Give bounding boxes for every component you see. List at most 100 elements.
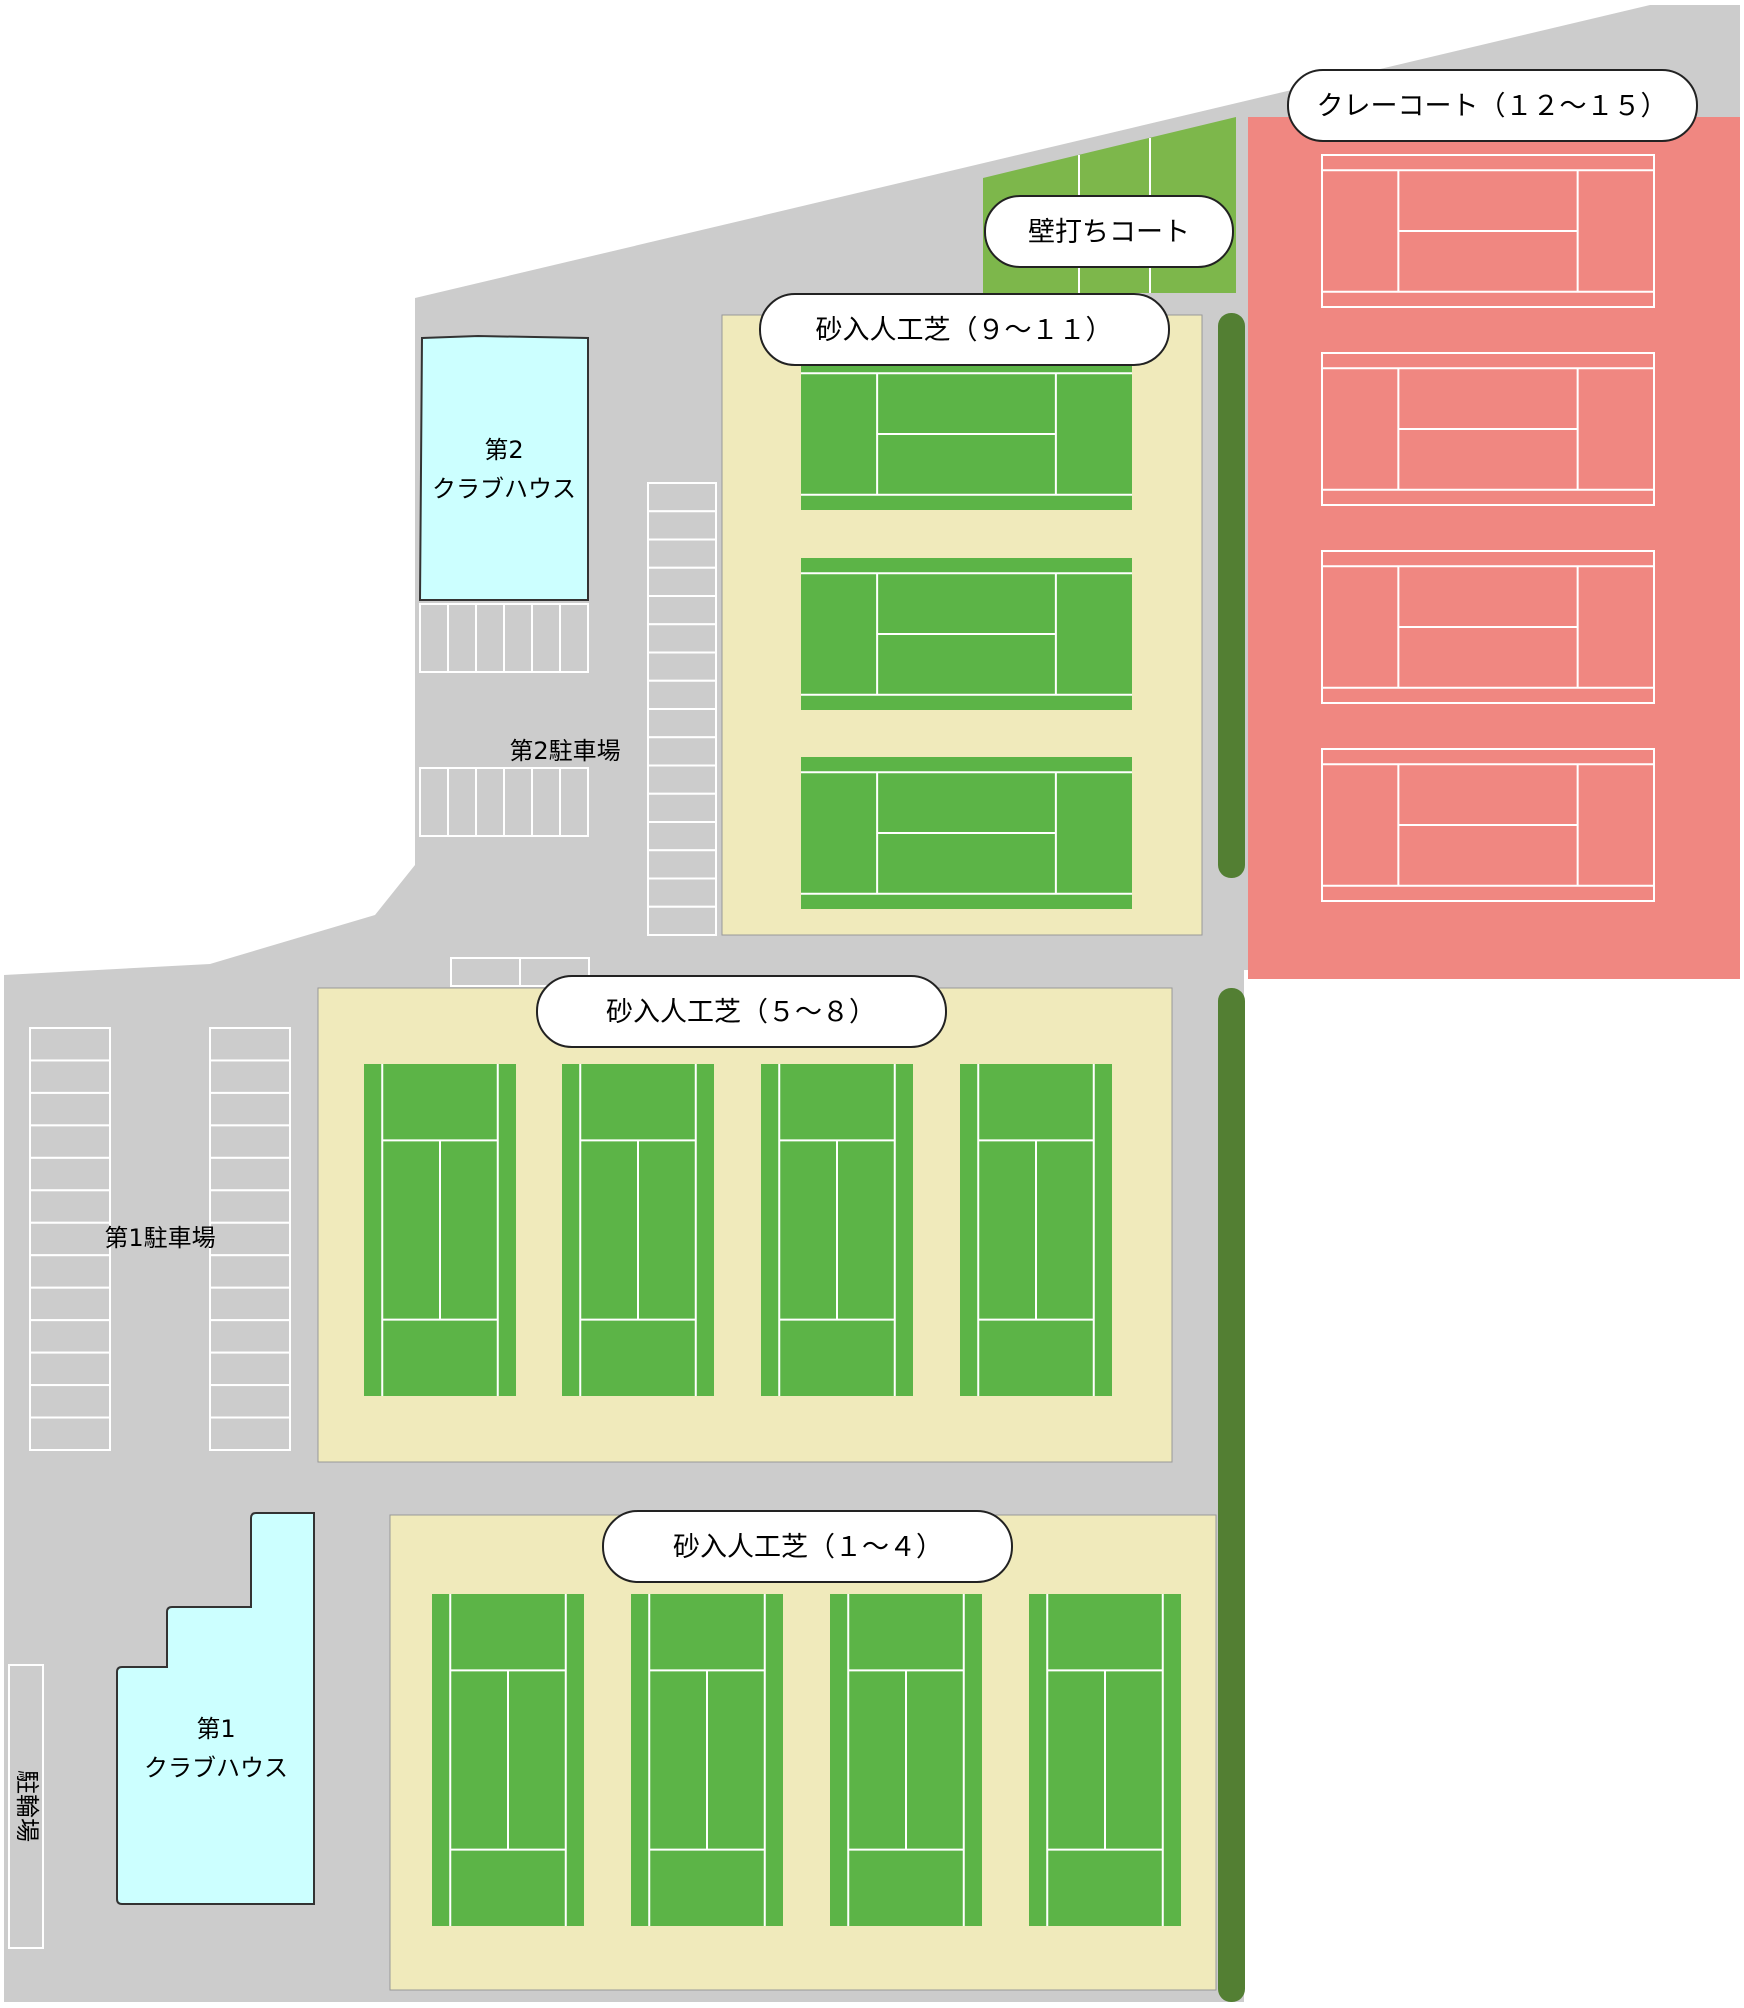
parking-stall (29, 1254, 111, 1289)
sand-1-4-label: 砂入人工芝（１～４） (602, 1510, 1013, 1583)
parking-stall (209, 1124, 291, 1159)
parking-stall (209, 1027, 291, 1062)
courts-1-4 (432, 1594, 1181, 1926)
sand-court (1029, 1594, 1181, 1926)
clay-surface (1248, 117, 1740, 979)
parking-stall (29, 1286, 111, 1322)
sand-9-11-label: 砂入人工芝（９～１１） (759, 293, 1170, 366)
sand-court-area-9-11 (721, 314, 1203, 936)
sand-court (432, 1594, 584, 1926)
clay-court-area (1248, 117, 1740, 979)
parking-stall (503, 603, 533, 673)
parking-stall (647, 651, 717, 682)
sand-5-8-label-text: 砂入人工芝（５～８） (606, 997, 876, 1028)
parking-stall (29, 1221, 111, 1257)
sand-court (801, 558, 1132, 710)
sand-court (761, 1064, 913, 1396)
bicycle-parking (8, 1664, 44, 1949)
parking-stall (531, 603, 561, 673)
parking-row (450, 957, 590, 987)
hedge-lower (1218, 988, 1245, 2002)
wall-court-label-text: 壁打ちコート (1028, 217, 1190, 248)
parking-1-label: 第1駐車場 (104, 1224, 215, 1252)
parking-row (209, 1027, 291, 1451)
bicycle-parking-label: 駐輪場 (13, 1770, 41, 1842)
parking-stall (209, 1221, 291, 1257)
parking-stall (209, 1189, 291, 1224)
sand-9-11-label-pill (759, 293, 1170, 366)
clubhouse-2-building (418, 334, 589, 601)
parking-stall (209, 1254, 291, 1289)
parking-stall (647, 482, 717, 513)
clay-courts (1321, 154, 1655, 902)
clay-court (1321, 352, 1655, 506)
clay-court (1321, 748, 1655, 902)
parking-stall (447, 603, 477, 673)
parking-stall (209, 1319, 291, 1354)
sand-court-area-1-4 (389, 1514, 1217, 1991)
court-surface (1321, 352, 1655, 506)
parking-stall (419, 767, 449, 837)
courts-5-8 (364, 1064, 1112, 1396)
clubhouse-1-label-line1: 第1 (196, 1715, 235, 1743)
parking-stall (209, 1286, 291, 1322)
parking-stall (647, 905, 717, 936)
parking-stall (647, 736, 717, 767)
clubhouse-2-label-line1: 第2 (484, 436, 523, 464)
parking-stalls (29, 482, 717, 1451)
clay-court-label: クレーコート（１２～１５） (1287, 69, 1698, 142)
court-surface (1321, 154, 1655, 308)
parking-stall (29, 1351, 111, 1387)
parking-stall (209, 1351, 291, 1387)
parking-stall (29, 1124, 111, 1159)
hedge-upper (1218, 313, 1245, 878)
clay-court-label-text: クレーコート（１２～１５） (1317, 91, 1668, 122)
clubhouse-2: 第2 クラブハウス (418, 334, 589, 601)
parking-stall (29, 1189, 111, 1224)
parking-stall (647, 821, 717, 852)
parking-stall (209, 1384, 291, 1419)
parking-stall (647, 566, 717, 597)
parking-stall (647, 510, 717, 541)
court-surface (1321, 550, 1655, 704)
clubhouse-2-label-line2: クラブハウス (432, 475, 576, 503)
parking-stall (209, 1156, 291, 1192)
parking-stall (447, 767, 477, 837)
sand-court (801, 358, 1132, 510)
sand-court (562, 1064, 714, 1396)
parking-stall (647, 792, 717, 823)
clubhouse-1-label-line2: クラブハウス (144, 1754, 288, 1782)
clay-court (1321, 550, 1655, 704)
sand-1-4-label-pill (602, 1510, 1013, 1583)
sand-court (830, 1594, 982, 1926)
parking-row (419, 767, 589, 837)
parking-stall (450, 957, 521, 987)
wall-court-label: 壁打ちコート (984, 195, 1234, 268)
parking-stall (475, 603, 505, 673)
parking-stall (559, 603, 589, 673)
parking-stall (419, 603, 449, 673)
parking-stall (475, 767, 505, 837)
clubhouse-1: 第1 クラブハウス (116, 1512, 315, 1905)
parking-stall (531, 767, 561, 837)
parking-stall (647, 623, 717, 654)
sand-court (631, 1594, 783, 1926)
sand-court (364, 1064, 516, 1396)
sand-9-11-label-text: 砂入人工芝（９～１１） (816, 315, 1113, 346)
parking-stall (29, 1416, 111, 1451)
sand-5-8-label-pill (536, 975, 947, 1048)
parking-row (29, 1027, 111, 1451)
parking-stall (647, 877, 717, 908)
parking-stall (647, 708, 717, 739)
parking-stall (559, 767, 589, 837)
court-surface (1321, 748, 1655, 902)
sand-court-area-5-8 (317, 987, 1173, 1463)
parking-stall (29, 1091, 111, 1127)
parking-stall (209, 1416, 291, 1451)
clubhouse-1-building (116, 1512, 315, 1905)
parking-row (419, 603, 589, 673)
parking-stall (29, 1319, 111, 1354)
parking-stall (647, 595, 717, 626)
parking-stall (647, 679, 717, 710)
parking-stall (647, 849, 717, 880)
